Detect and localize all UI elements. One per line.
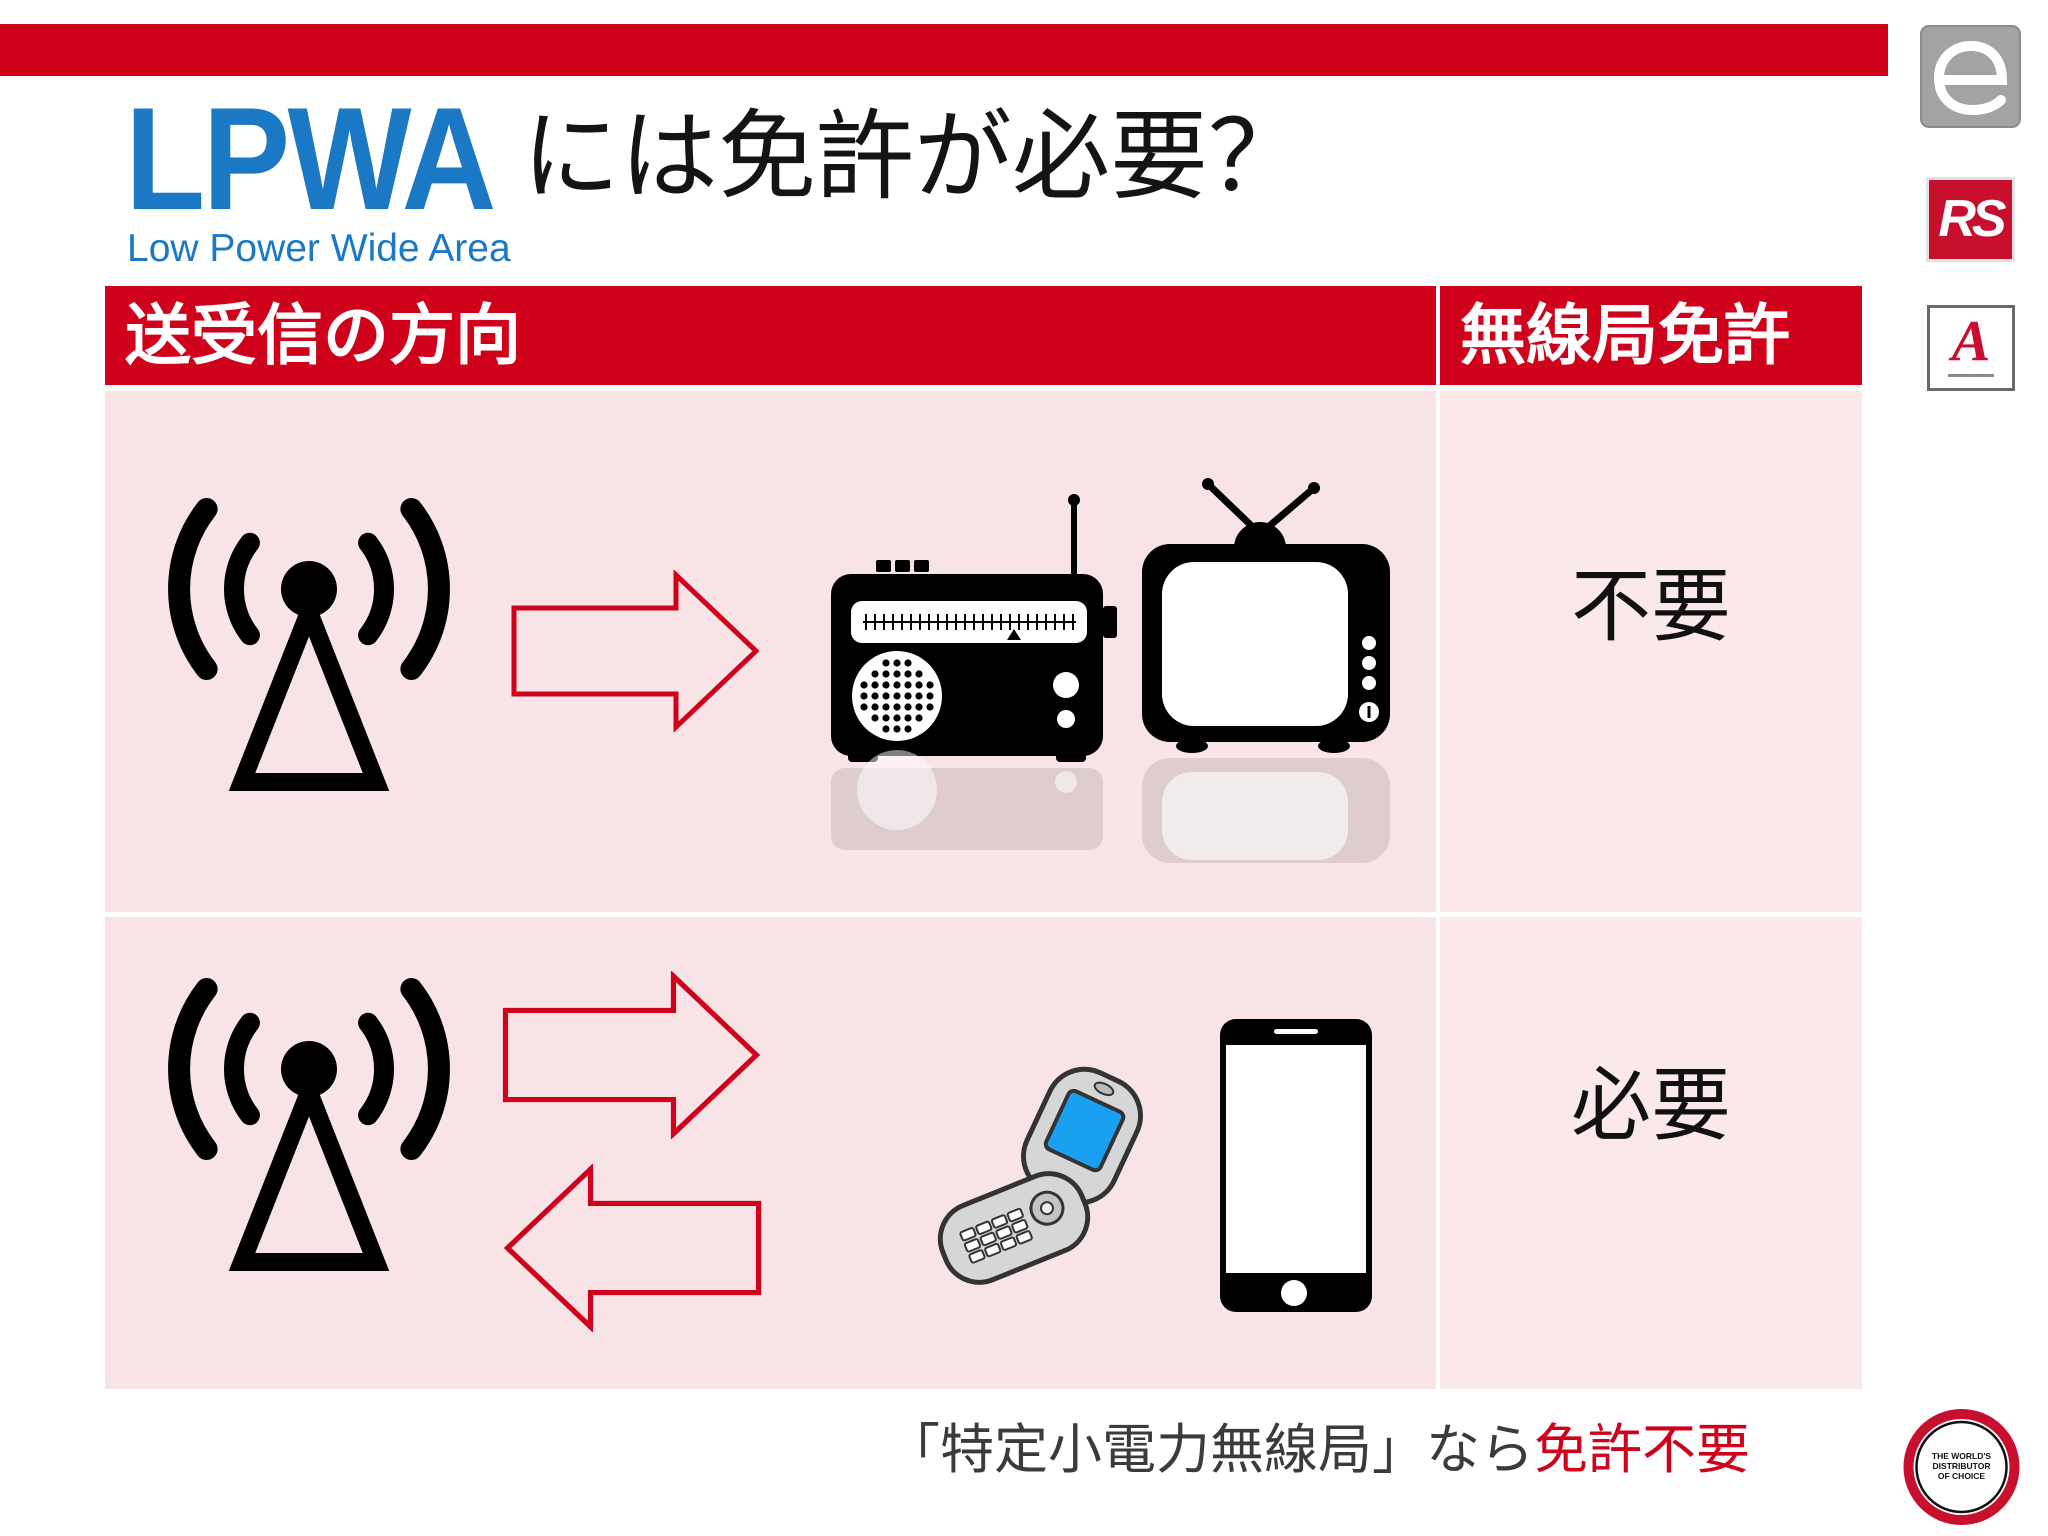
tv-icon xyxy=(1142,478,1390,863)
license-value: 不要 xyxy=(1571,560,1731,653)
ring-logo-icon xyxy=(1903,1409,2020,1525)
ring-logo-text: THE WORLD'S DISTRIBUTOR OF CHOICE xyxy=(1921,1451,2002,1481)
rs-logo: RS xyxy=(1926,177,2015,262)
footer-note-prefix: 「特定小電力無線局」なら xyxy=(886,1418,1534,1481)
table-row: 必要 xyxy=(105,917,1862,1389)
license-value: 必要 xyxy=(1571,1059,1731,1152)
header-direction: 送受信の方向 xyxy=(105,286,1436,385)
footer-note-highlight: 免許不要 xyxy=(1534,1418,1750,1481)
top-accent-bar xyxy=(0,24,1888,76)
radio-icon xyxy=(831,494,1117,850)
e-logo-icon xyxy=(1920,25,2021,128)
ring-logo-line: DISTRIBUTOR xyxy=(1932,1461,1991,1471)
a-logo-underline xyxy=(1948,374,1994,377)
row-license-cell: 不要 xyxy=(1440,391,1862,912)
flip-phone-icon xyxy=(937,1066,1143,1285)
smartphone-icon xyxy=(1220,1019,1372,1312)
title-acronym: LPWA xyxy=(125,77,496,240)
a-logo: A xyxy=(1927,305,2015,391)
antenna-tower-icon xyxy=(168,978,450,1271)
distributor-ring-logo: THE WORLD'S DISTRIBUTOR OF CHOICE xyxy=(1901,1405,2022,1529)
ring-logo-line: OF CHOICE xyxy=(1937,1471,1986,1481)
arrow-right-icon xyxy=(502,971,761,1139)
ring-logo-line: THE WORLD'S xyxy=(1931,1451,1992,1461)
footer-note: 「特定小電力無線局」なら免許不要 xyxy=(886,1418,1750,1482)
header-license: 無線局免許 xyxy=(1440,286,1862,385)
table-header: 送受信の方向 無線局免許 xyxy=(105,286,1862,385)
arrow-left-icon xyxy=(503,1164,762,1332)
arrow-right-icon xyxy=(511,570,760,732)
antenna-tower-icon xyxy=(168,498,450,791)
title-expansion: Low Power Wide Area xyxy=(127,227,511,270)
row-license-cell: 必要 xyxy=(1440,917,1862,1389)
a-logo-letter: A xyxy=(1951,308,1991,373)
title-question: には免許が必要？ xyxy=(522,100,1307,214)
